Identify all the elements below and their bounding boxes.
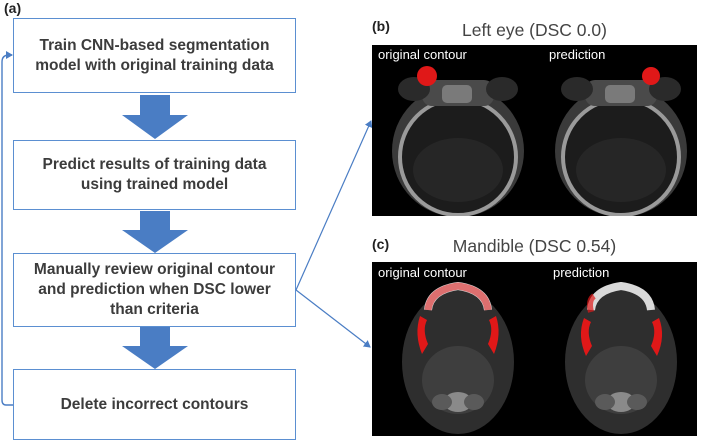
step-review-box: Manually review original contour and pre… [13, 253, 296, 327]
down-arrow-1-icon [122, 95, 188, 139]
mandible-contour-original-left [417, 316, 428, 354]
panel-label-c: (c) [372, 236, 390, 252]
panel-b-ct-scan [392, 66, 687, 216]
left-eye-contour-original [417, 66, 437, 86]
panel-b-ct-image: original contour prediction [372, 45, 697, 216]
left-eye-original-scan [392, 66, 524, 216]
left-eye-contour-prediction [642, 67, 660, 85]
mandible-original-scan [402, 281, 514, 434]
connector-to-c [295, 289, 371, 348]
step-delete-box: Delete incorrect contours [13, 369, 296, 440]
down-arrow-3-icon [122, 327, 188, 369]
mandible-contour-prediction-right [651, 318, 663, 356]
panel-c-left-caption: original contour [378, 265, 467, 280]
mandible-contour-prediction-left [580, 318, 592, 356]
panel-c-right-caption: prediction [553, 265, 610, 280]
panel-b-left-caption: original contour [378, 47, 467, 62]
mandible-contour-original-arch [424, 282, 492, 311]
panel-c-ct-scan [402, 281, 677, 434]
connector-to-b [295, 120, 373, 291]
panel-label-b: (b) [372, 18, 390, 34]
panel-c-ct-image: original contour prediction [372, 262, 697, 436]
mandible-prediction-scan [565, 281, 677, 434]
panel-label-a: (a) [4, 0, 22, 16]
mandible-contour-prediction-arch [587, 293, 596, 313]
panel-b-title: Left eye (DSC 0.0) [462, 20, 607, 40]
step-predict-box: Predict results of training data using t… [13, 140, 296, 210]
step-predict-text: Predict results of training data using t… [42, 156, 267, 193]
panel-c-title: Mandible (DSC 0.54) [452, 236, 617, 256]
mandible-contour-original-right [488, 316, 499, 354]
loop-back-arrow [1, 51, 13, 406]
step-review-text: Manually review original contour and pre… [33, 261, 276, 318]
left-eye-prediction-scan [555, 67, 687, 216]
down-arrow-2-icon [122, 211, 188, 253]
step-train-text: Train CNN-based segmentation model with … [35, 36, 274, 74]
panel-b-right-caption: prediction [549, 47, 606, 62]
step-delete-text: Delete incorrect contours [60, 395, 249, 413]
step-train-box: Train CNN-based segmentation model with … [13, 18, 296, 93]
